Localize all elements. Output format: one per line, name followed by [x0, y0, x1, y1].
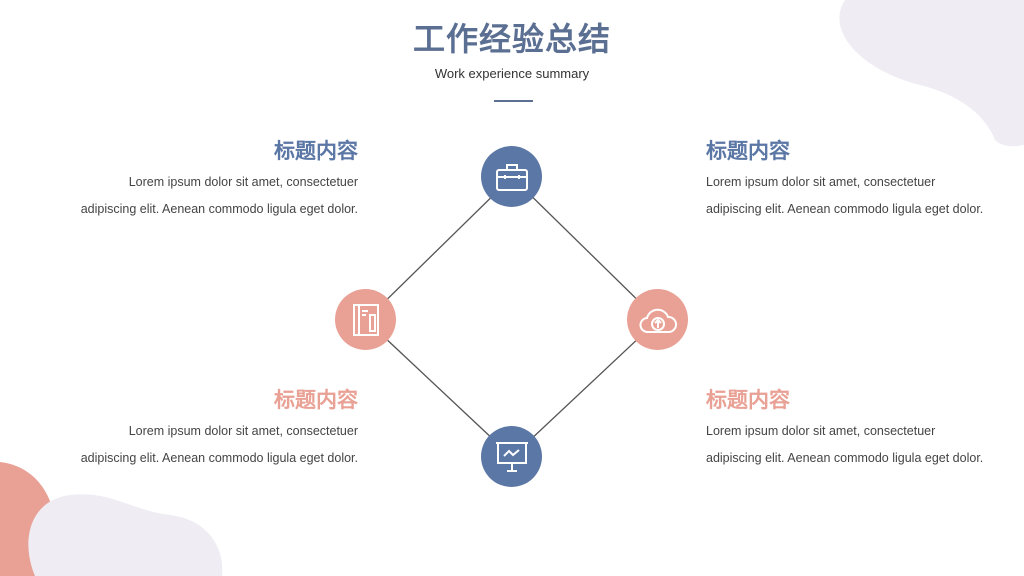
item-bottom-left: 标题内容 Lorem ipsum dolor sit amet, consect… [38, 386, 358, 472]
item-text: Lorem ipsum dolor sit amet, consectetuer… [706, 424, 984, 465]
title-divider [494, 100, 533, 102]
bottom-left-gray-blob [28, 494, 223, 576]
item-top-left: 标题内容 Lorem ipsum dolor sit amet, consect… [38, 137, 358, 223]
page-subtitle: Work experience summary [434, 66, 590, 81]
cloud-upload-icon [627, 289, 688, 350]
item-title: 标题内容 [706, 138, 790, 163]
item-text: Lorem ipsum dolor sit amet, consectetuer… [80, 175, 358, 216]
top-right-blob [839, 0, 1024, 147]
item-title: 标题内容 [706, 387, 790, 412]
item-text: Lorem ipsum dolor sit amet, consectetuer… [706, 175, 984, 216]
item-title: 标题内容 [274, 138, 358, 163]
presentation-chart-icon [481, 426, 542, 487]
item-title: 标题内容 [274, 387, 358, 412]
item-text: Lorem ipsum dolor sit amet, consectetuer… [80, 424, 358, 465]
item-top-right: 标题内容 Lorem ipsum dolor sit amet, consect… [706, 137, 1024, 223]
page-title: 工作经验总结 [412, 20, 611, 58]
item-bottom-right: 标题内容 Lorem ipsum dolor sit amet, consect… [706, 386, 1024, 472]
briefcase-icon [481, 146, 542, 207]
diamond-connector [365, 176, 659, 458]
notebook-icon [335, 289, 396, 350]
